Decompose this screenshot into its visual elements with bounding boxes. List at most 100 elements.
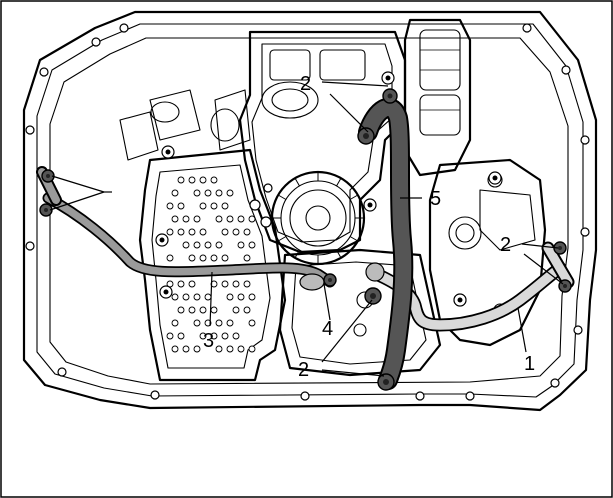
- passage-hole: [177, 306, 185, 314]
- passage-hole: [171, 345, 179, 353]
- passage-hole: [204, 293, 212, 301]
- passage-hole: [204, 189, 212, 197]
- passage-hole: [237, 215, 245, 223]
- housing-bolts: [155, 71, 502, 307]
- passage-hole: [226, 319, 234, 327]
- callout-labels: 2 2 2 3 4 5 1: [203, 73, 535, 381]
- passage-hole: [210, 202, 218, 210]
- callout-5: 5: [430, 188, 441, 210]
- passage-hole: [221, 202, 229, 210]
- gear-tooth: [294, 177, 300, 187]
- passage-hole: [232, 332, 240, 340]
- passage-hole: [188, 306, 196, 314]
- passage-hole: [199, 228, 207, 236]
- passage-hole: [226, 293, 234, 301]
- passage-hole: [166, 228, 174, 236]
- callout-3: 3: [203, 330, 214, 352]
- passage-hole: [177, 176, 185, 184]
- gear-tooth: [349, 194, 359, 200]
- passage-hole: [232, 228, 240, 236]
- passage-hole: [248, 319, 256, 327]
- passage-hole: [243, 228, 251, 236]
- passage-hole: [171, 215, 179, 223]
- passage-hole: [226, 215, 234, 223]
- passage-hole: [243, 280, 251, 288]
- passage-hole: [215, 189, 223, 197]
- passage-hole: [182, 215, 190, 223]
- passage-hole: [215, 215, 223, 223]
- passage-hole: [204, 241, 212, 249]
- passage-hole: [248, 241, 256, 249]
- passage-hole: [243, 254, 251, 262]
- passage-hole: [166, 332, 174, 340]
- callout-2-bottom: 2: [298, 359, 309, 381]
- passage-hole: [193, 241, 201, 249]
- passage-hole: [237, 241, 245, 249]
- passage-hole: [221, 332, 229, 340]
- passage-hole: [221, 228, 229, 236]
- solenoid-block-upper-right: [403, 18, 472, 177]
- passage-hole: [215, 319, 223, 327]
- passage-hole: [182, 241, 190, 249]
- passage-hole: [199, 306, 207, 314]
- passage-hole: [188, 254, 196, 262]
- passage-hole: [182, 293, 190, 301]
- passage-hole: [210, 306, 218, 314]
- passage-hole: [177, 280, 185, 288]
- callout-2-right: 2: [500, 234, 511, 256]
- passage-hole: [215, 345, 223, 353]
- passage-hole: [188, 280, 196, 288]
- passage-hole: [199, 202, 207, 210]
- clamp-bolt-4: [364, 287, 382, 305]
- passage-hole: [210, 254, 218, 262]
- passage-hole: [232, 280, 240, 288]
- callout-1: 1: [524, 353, 535, 375]
- passage-hole: [193, 189, 201, 197]
- passage-hole: [166, 202, 174, 210]
- passage-hole: [199, 176, 207, 184]
- passage-hole: [215, 241, 223, 249]
- passage-hole: [193, 345, 201, 353]
- passage-hole: [210, 332, 218, 340]
- passage-hole: [177, 228, 185, 236]
- passage-hole: [248, 215, 256, 223]
- passage-hole: [193, 215, 201, 223]
- gear-tooth: [277, 236, 287, 242]
- passage-hole: [193, 319, 201, 327]
- passage-hole: [171, 293, 179, 301]
- passage-hole: [171, 319, 179, 327]
- gear-tooth: [349, 236, 359, 242]
- gear-tooth: [277, 194, 287, 200]
- oil-tube-5: [357, 88, 414, 391]
- passage-hole: [182, 345, 190, 353]
- passage-hole: [177, 202, 185, 210]
- oil-tube-3: [36, 166, 337, 291]
- passage-hole: [248, 293, 256, 301]
- passage-hole: [177, 332, 185, 340]
- gear-tooth: [336, 177, 342, 187]
- callout-2-top: 2: [300, 73, 311, 95]
- passage-hole: [188, 176, 196, 184]
- passage-hole: [226, 189, 234, 197]
- lower-center-plate: [278, 248, 442, 377]
- transmission-case: [22, 10, 598, 412]
- passage-hole: [188, 228, 196, 236]
- passage-hole: [199, 254, 207, 262]
- passage-hole: [237, 345, 245, 353]
- callout-4: 4: [322, 318, 333, 340]
- passage-hole: [193, 293, 201, 301]
- passage-hole: [237, 293, 245, 301]
- passage-hole: [221, 280, 229, 288]
- passage-hole: [232, 306, 240, 314]
- passage-hole: [166, 254, 174, 262]
- passage-hole: [221, 254, 229, 262]
- passage-hole: [199, 332, 207, 340]
- passage-hole: [226, 345, 234, 353]
- passage-hole: [171, 189, 179, 197]
- case-bolt-holes: [25, 23, 590, 401]
- passage-hole: [243, 306, 251, 314]
- passage-hole: [248, 345, 256, 353]
- passage-hole: [210, 176, 218, 184]
